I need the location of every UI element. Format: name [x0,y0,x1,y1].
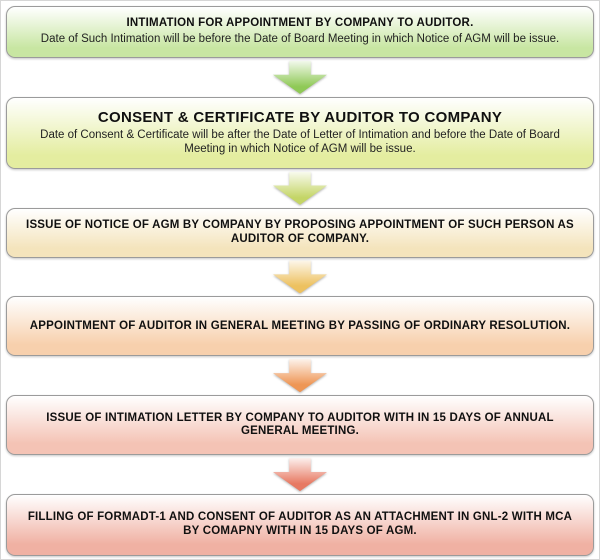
step-intimation-title: INTIMATION FOR APPOINTMENT BY COMPANY TO… [126,16,474,29]
down-arrow-shape [273,171,327,205]
step-filing-adt1-box: FILLING OF FORMADT-1 AND CONSENT OF AUDI… [6,493,594,556]
step-intimation-letter-title: ISSUE OF INTIMATION LETTER BY COMPANY TO… [46,411,554,438]
down-arrow-icon [6,58,594,97]
down-arrow-shape [273,458,327,492]
down-arrow-icon [6,258,594,297]
down-arrow-icon [6,455,594,494]
step-intimation-box: INTIMATION FOR APPOINTMENT BY COMPANY TO… [6,6,594,58]
down-arrow-shape [273,260,327,294]
step-intimation-letter-box: ISSUE OF INTIMATION LETTER BY COMPANY TO… [6,395,594,456]
down-arrow-icon [6,169,594,208]
step-filing-adt1-title: FILLING OF FORMADT-1 AND CONSENT OF AUDI… [27,511,573,537]
step-notice-agm-box: ISSUE OF NOTICE OF AGM BY COMPANY BY PRO… [6,207,594,258]
step-notice-agm-title: ISSUE OF NOTICE OF AGM BY COMPANY BY PRO… [26,219,574,245]
step-consent-box: CONSENT & CERTIFICATE BY AUDITOR TO COMP… [6,96,594,169]
down-arrow-icon [6,356,594,395]
step-intimation-subtitle: Date of Such Intimation will be before t… [40,33,560,46]
down-arrow-shape [273,60,327,94]
step-appointment-box: APPOINTMENT OF AUDITOR IN GENERAL MEETIN… [6,296,594,357]
step-appointment-title: APPOINTMENT OF AUDITOR IN GENERAL MEETIN… [29,319,571,332]
down-arrow-shape [273,359,327,393]
step-consent-subtitle: Date of Consent & Certificate will be af… [40,129,560,156]
step-consent-title: CONSENT & CERTIFICATE BY AUDITOR TO COMP… [97,108,503,126]
